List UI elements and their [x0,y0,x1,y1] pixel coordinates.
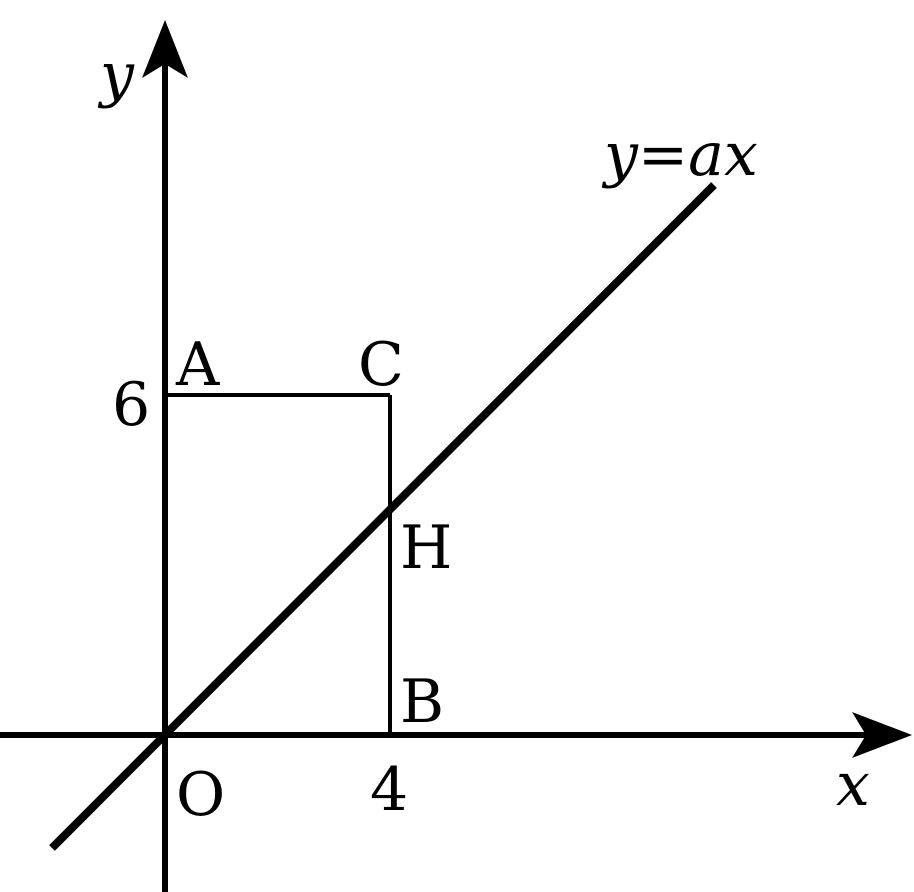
point-c-label: C [358,330,404,400]
y-axis-label: y [97,40,135,110]
point-b-label: B [400,667,444,737]
origin-label: O [176,760,225,830]
x-axis-label: x [836,750,870,820]
y-tick-label: 6 [112,370,150,440]
point-a-label: A [175,330,220,400]
y-axis-arrowhead [142,20,188,78]
x-axis-arrowhead [852,712,912,758]
x-tick-label: 4 [370,755,408,825]
line-y-equals-ax [49,182,717,851]
line-equation-label: y=ax [601,120,758,190]
point-h-label: H [400,513,452,583]
